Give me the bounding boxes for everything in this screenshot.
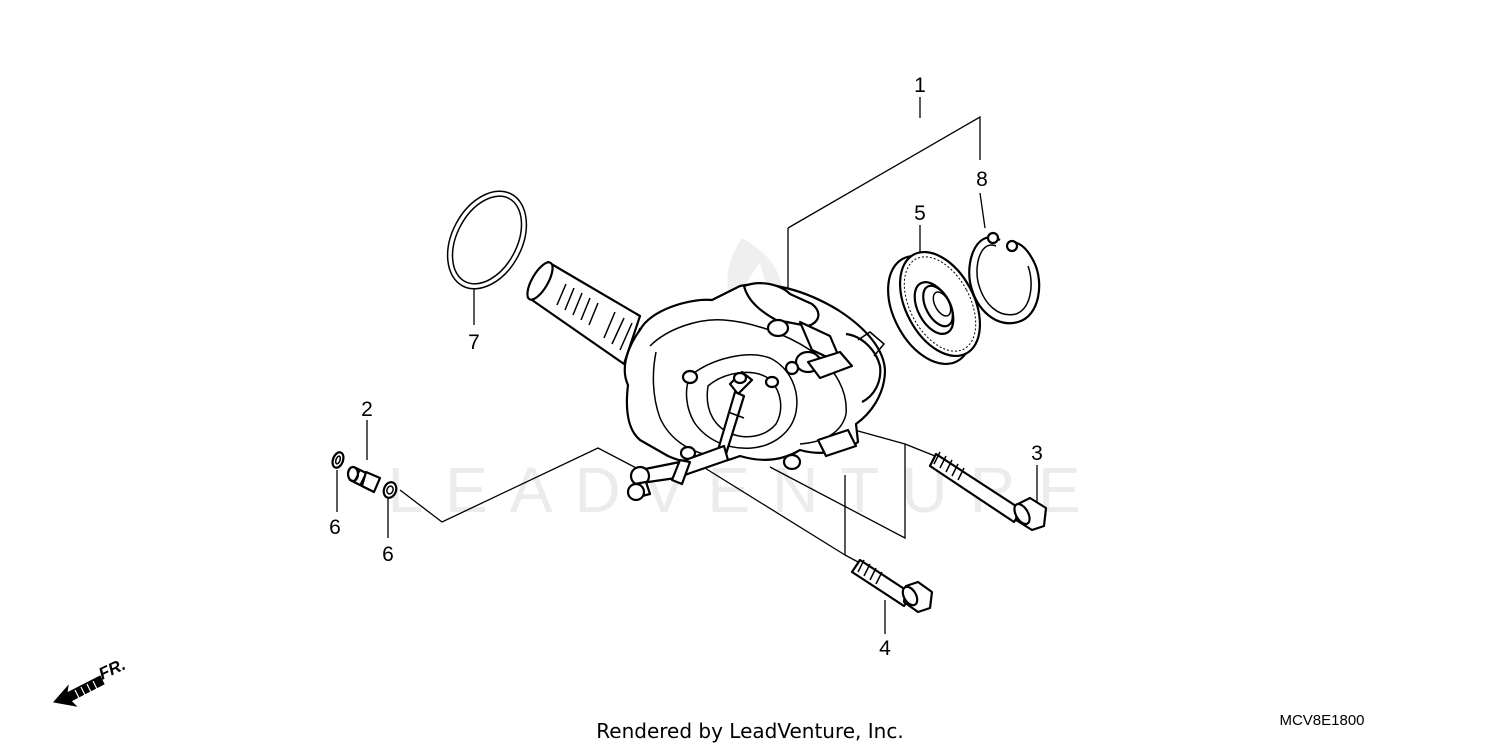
callout-2: 2 <box>361 398 373 421</box>
o-ring-part-7 <box>446 190 528 290</box>
flange-bolt-part-4 <box>850 558 934 614</box>
callout-6-right: 6 <box>382 543 394 566</box>
circlip-part-8 <box>968 231 1041 325</box>
footer-credit: Rendered by LeadVenture, Inc. <box>596 719 903 743</box>
arrow-left-icon <box>53 675 105 707</box>
watermark-text: LEADVENTURE <box>388 454 1103 526</box>
callout-7: 7 <box>468 331 480 354</box>
plug-bolt-part-2 <box>346 465 382 494</box>
callout-6-left: 6 <box>329 516 341 539</box>
flange-bolt-part-3 <box>928 451 1048 532</box>
callout-4: 4 <box>879 637 891 660</box>
callout-8: 8 <box>976 168 988 191</box>
callout-5: 5 <box>914 202 926 225</box>
diagram-code: MCV8E1800 <box>1279 712 1364 729</box>
final-gear-assembly-part-1 <box>526 260 887 502</box>
bearing-part-5 <box>887 250 982 366</box>
washer-part-6-left <box>331 451 345 469</box>
washer-part-6-right <box>382 481 398 499</box>
callout-1: 1 <box>914 74 926 97</box>
front-direction-indicator: FR. <box>53 655 129 707</box>
leader-lines <box>336 97 1038 634</box>
callout-3: 3 <box>1031 442 1043 465</box>
